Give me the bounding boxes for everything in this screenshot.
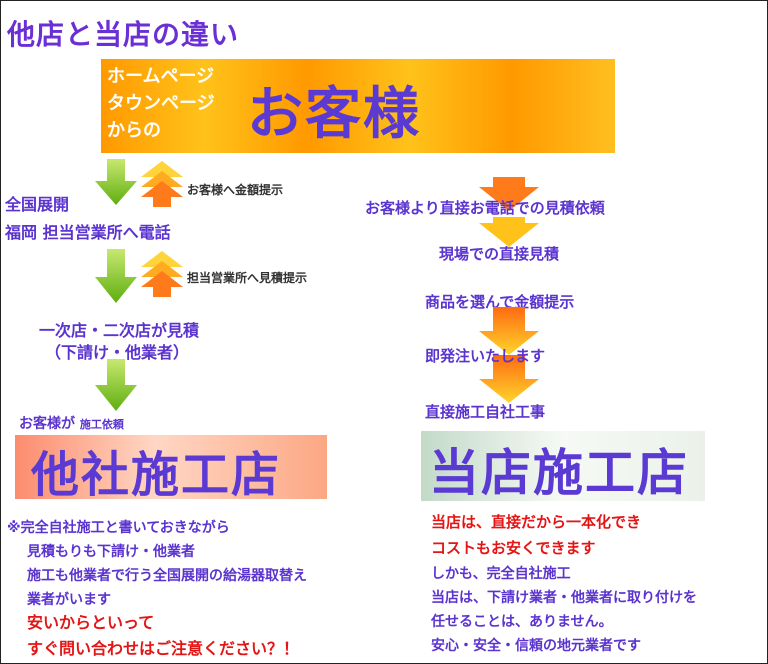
right-note: 当店は、下請け業者・他業者に取り付けを bbox=[431, 590, 697, 606]
left-step1-line2: 福岡 担当営業所へ電話 bbox=[5, 223, 171, 242]
page-title: 他店と当店の違い bbox=[7, 18, 240, 51]
left-note: 見積もりも下請け・他業者 bbox=[27, 544, 195, 560]
left-note: 業者がいます bbox=[27, 592, 111, 608]
right-step2: 現場での直接見積 bbox=[439, 245, 560, 263]
right-red-note: コストもお安くできます bbox=[431, 539, 596, 557]
up-arrow-icon bbox=[141, 161, 183, 207]
left-note: 施工も他業者で行う全国展開の給湯器取替え bbox=[27, 568, 307, 584]
other-company-label: 他社施工店 bbox=[31, 447, 282, 503]
left-step2-line1: 一次店・二次店が見積 bbox=[39, 321, 200, 340]
right-step4: 即発注いたします bbox=[425, 347, 546, 365]
right-step5: 直接施工自社工事 bbox=[425, 403, 546, 421]
right-note: 任せることは、ありません。 bbox=[431, 614, 613, 630]
banner-main-text: お客様 bbox=[247, 82, 421, 147]
left-step3-suffix: 施工依頼 bbox=[79, 418, 124, 431]
left-warning: すぐ問い合わせはご注意ください？！ bbox=[27, 639, 300, 658]
down-arrow-icon bbox=[95, 359, 137, 411]
banner-sub-line: からの bbox=[107, 120, 161, 141]
left-step1-line1: 全国展開 bbox=[5, 195, 70, 214]
banner-sub-lines: ホームページ タウンページ からの bbox=[107, 63, 215, 144]
note-price-to-customer: お客様へ金額提示 bbox=[187, 183, 284, 197]
right-red-note: 当店は、直接だから一本化でき bbox=[431, 513, 642, 531]
up-arrow-icon bbox=[141, 251, 183, 297]
down-arrow-icon bbox=[479, 217, 539, 247]
note-estimate-to-office: 担当営業所へ見積提示 bbox=[187, 271, 308, 285]
down-arrow-icon bbox=[95, 159, 137, 205]
down-arrow-icon bbox=[479, 307, 539, 403]
customer-banner: ホームページ タウンページ からの お客様 bbox=[101, 59, 615, 153]
banner-sub-line: ホームページ bbox=[107, 66, 215, 87]
our-company-box: 当店施工店 bbox=[421, 431, 705, 502]
left-step3: お客様が 施工依頼 bbox=[19, 413, 124, 433]
other-company-box: 他社施工店 bbox=[15, 435, 327, 503]
banner-sub-line: タウンページ bbox=[107, 93, 215, 114]
right-note: しかも、完全自社施工 bbox=[431, 566, 571, 582]
right-step3: 商品を選んで金額提示 bbox=[425, 293, 575, 311]
our-company-label: 当店施工店 bbox=[429, 444, 689, 502]
down-arrow-icon bbox=[95, 249, 137, 303]
left-step2-line2: （下請け・他業者） bbox=[45, 343, 190, 362]
left-step3-prefix: お客様が bbox=[19, 416, 75, 432]
down-arrow-icon bbox=[479, 177, 539, 211]
left-note: ※完全自社施工と書いておきながら bbox=[7, 520, 230, 536]
right-note: 安心・安全・信頼の地元業者です bbox=[431, 638, 641, 654]
left-warning: 安いからといって bbox=[27, 613, 155, 632]
right-step1: お客様より直接お電話での見積依頼 bbox=[365, 199, 605, 217]
